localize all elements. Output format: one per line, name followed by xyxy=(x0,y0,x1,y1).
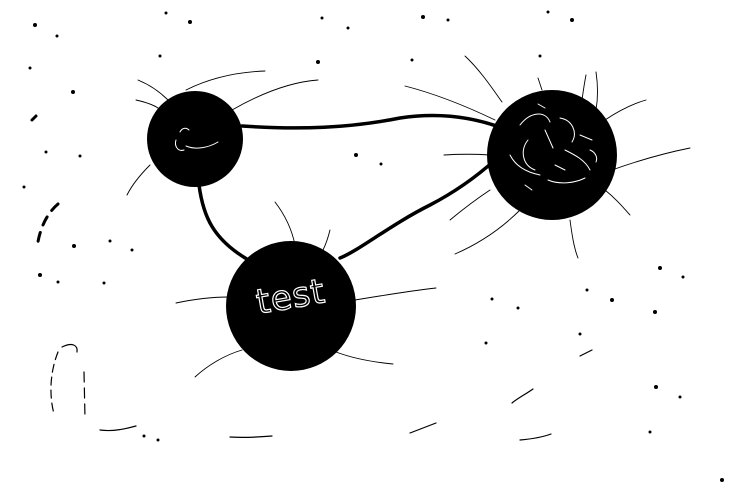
test-node-hairs xyxy=(175,201,437,378)
background-dot xyxy=(164,11,168,15)
background-dot xyxy=(648,430,652,434)
small-node-scribble xyxy=(175,127,219,151)
node-large xyxy=(487,90,617,220)
edge-small-to-large xyxy=(240,113,504,130)
background-dot xyxy=(410,58,414,62)
background-dot xyxy=(28,66,32,70)
background-dot xyxy=(78,154,82,158)
background-dot xyxy=(578,332,582,336)
background-dot xyxy=(681,275,685,279)
background-dot xyxy=(538,54,542,58)
background-dot xyxy=(585,288,589,292)
background-dot xyxy=(490,297,494,301)
edge-small-to-test xyxy=(197,183,254,264)
large-node-circle xyxy=(487,90,617,220)
background-dot xyxy=(33,23,37,27)
scribble-bottom-3 xyxy=(409,422,437,434)
background-dot xyxy=(72,244,76,248)
test-node-circle xyxy=(226,241,356,371)
large-node-hairs xyxy=(404,55,691,259)
background-dot xyxy=(720,478,724,482)
background-dot xyxy=(446,18,450,22)
background-dot xyxy=(56,280,60,284)
node-test: test xyxy=(226,241,356,371)
scribble-bottom-2 xyxy=(229,435,273,439)
background-dot xyxy=(610,298,614,302)
background-dot xyxy=(108,239,112,243)
small-node-circle xyxy=(147,91,243,187)
scribble-right-1 xyxy=(511,388,534,404)
background-dot xyxy=(379,162,383,166)
background-dot xyxy=(546,10,550,14)
scattered-dots xyxy=(22,10,724,482)
background-dot xyxy=(354,153,358,157)
background-dot xyxy=(678,395,682,399)
background-dot xyxy=(44,150,48,154)
background-dot xyxy=(102,281,106,285)
background-dot xyxy=(516,306,520,310)
background-dot xyxy=(158,54,162,58)
background-dot xyxy=(320,16,324,20)
edge-test-to-large xyxy=(338,158,497,260)
background-dot xyxy=(156,438,160,442)
scribble-left-top xyxy=(61,343,78,353)
large-node-scribble xyxy=(509,103,598,191)
edges xyxy=(197,113,504,264)
scribble-bottom-1 xyxy=(99,425,137,432)
background-dot xyxy=(346,26,350,30)
background-dot xyxy=(658,266,662,270)
scribble-right-2 xyxy=(579,349,593,357)
scribble-left-line xyxy=(83,371,86,419)
background-dot xyxy=(22,185,26,189)
background-dot xyxy=(653,310,657,314)
node-small xyxy=(147,91,243,187)
background-dot xyxy=(654,385,658,389)
background-dot xyxy=(421,15,425,19)
background-dot xyxy=(316,60,320,64)
bottom-scribbles xyxy=(50,343,593,441)
scribble-bottom-4 xyxy=(519,433,552,441)
background-dot xyxy=(130,248,134,252)
background-dot xyxy=(71,90,75,94)
scribble-left-arc xyxy=(50,351,59,415)
background-dot xyxy=(142,434,146,438)
background-dot xyxy=(38,273,42,277)
background-dot xyxy=(484,341,488,345)
background-dot xyxy=(55,34,59,38)
background-dot xyxy=(188,20,192,24)
left-arc-marks xyxy=(30,114,60,250)
background-dot xyxy=(570,18,574,22)
small-node-hairs xyxy=(126,70,319,196)
